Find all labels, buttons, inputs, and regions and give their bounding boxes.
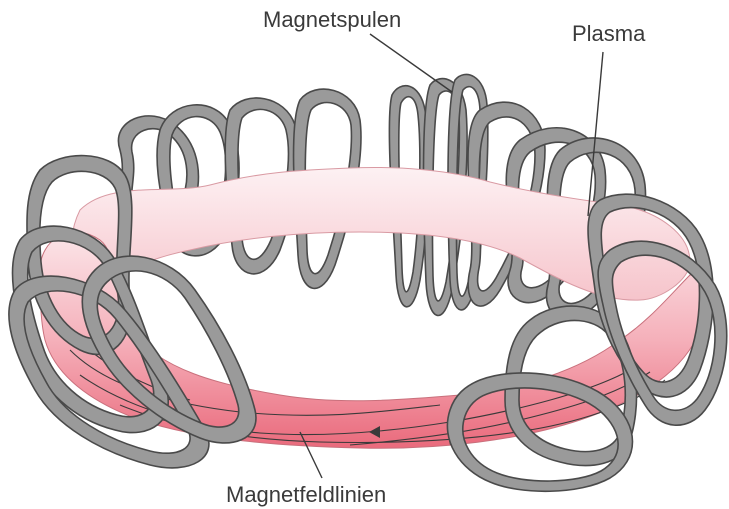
label-magnet-coils: Magnetspulen [263,9,401,31]
label-plasma: Plasma [572,23,645,45]
leader-coils [370,34,452,92]
label-field-lines: Magnetfeldlinien [226,484,386,506]
